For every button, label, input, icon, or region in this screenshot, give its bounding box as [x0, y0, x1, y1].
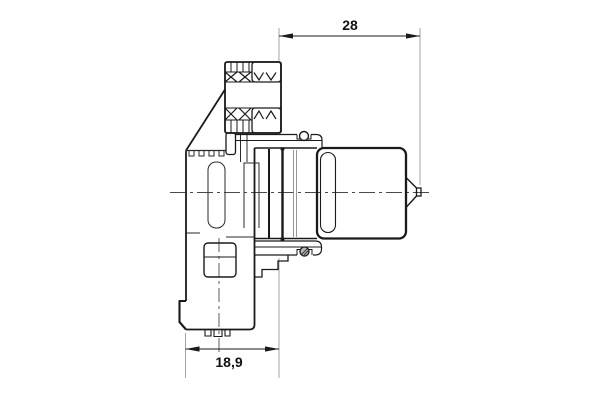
mounting-plate-bottom — [254, 237, 323, 278]
dimension-label-28: 28 — [342, 17, 358, 33]
inner-pocket — [243, 162, 260, 228]
spline-cells — [230, 62, 250, 133]
mounting-plate-top — [225, 130, 323, 156]
bearing-hatch-top — [224, 71, 277, 83]
arrowhead-left-icon — [185, 346, 200, 352]
brush-plate-section — [268, 147, 297, 241]
shaft-tip — [405, 177, 422, 208]
dimension-label-18-9: 18,9 — [215, 354, 242, 370]
housing-bottom-and-right-wall — [186, 148, 256, 331]
bearing-cap-bottom — [251, 107, 282, 134]
connector-boss — [203, 242, 237, 278]
arrowhead-right-icon — [265, 346, 279, 352]
worm-gear-bearing-block — [224, 61, 282, 134]
housing-foot — [178, 299, 187, 331]
extension-lines — [278, 28, 421, 185]
dimension-28: 28 — [278, 17, 421, 185]
arrowhead-left-icon — [279, 33, 293, 39]
gearbox-housing-outline — [178, 89, 256, 331]
shaft-tip-end — [415, 187, 422, 197]
block-outline — [224, 61, 282, 134]
motor-can — [315, 146, 408, 240]
arrowhead-right-icon — [406, 33, 420, 39]
bearing-cap-top — [251, 61, 282, 83]
terminal-pins — [204, 330, 231, 338]
bearing-hatch-bottom — [224, 107, 277, 121]
hub-shaft-lines — [240, 133, 248, 162]
motor-can-outline — [315, 146, 408, 240]
flange-step-bottom — [254, 255, 289, 278]
motor-can-slot — [319, 151, 337, 234]
gear-teeth-row — [186, 149, 226, 157]
worm-wheel-hub-capsule — [207, 161, 226, 229]
extension-lines — [185, 258, 280, 378]
bearing-retainer-left — [225, 132, 237, 156]
screw-head-top — [298, 130, 310, 142]
housing-interior-details — [186, 133, 260, 238]
housing-sloped-face — [185, 89, 226, 151]
dimension-18-9: 18,9 — [185, 258, 280, 378]
